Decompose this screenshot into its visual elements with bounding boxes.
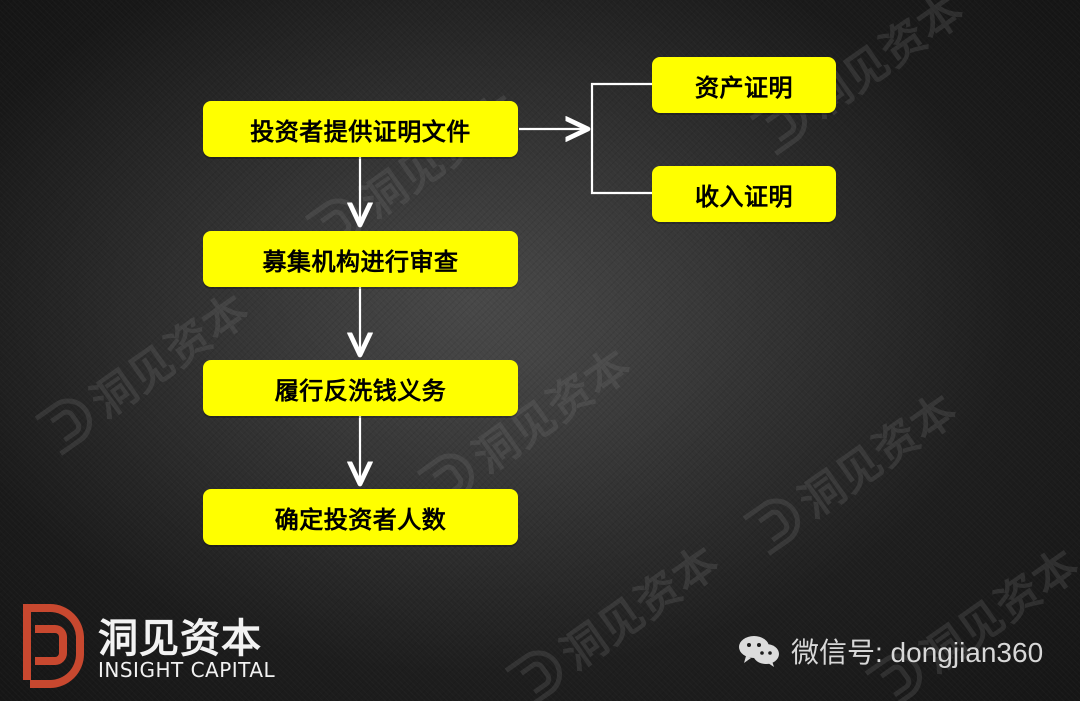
node-income-proof-label: 收入证明 — [695, 182, 793, 211]
wechat-icon — [739, 636, 779, 667]
brand-name-en: INSIGHT CAPITAL — [98, 658, 276, 682]
node-aml-duty: 履行反洗钱义务 — [203, 360, 518, 416]
watermark-text: 洞见资本 — [552, 535, 729, 681]
node-confirm-count: 确定投资者人数 — [203, 489, 518, 545]
node-agency-review-label: 募集机构进行审查 — [262, 247, 459, 276]
watermark-logo-outer — [34, 389, 102, 456]
dongjian-logo-inner — [35, 625, 67, 665]
watermark-logo-icon — [742, 489, 810, 556]
branch-bracket — [590, 82, 652, 195]
node-provide-docs-label: 投资者提供证明文件 — [250, 117, 471, 146]
dongjian-logo-icon — [20, 602, 84, 688]
watermark: 洞见资本 — [860, 530, 1080, 701]
node-asset-proof-label: 资产证明 — [695, 73, 793, 102]
dongjian-logo-outer — [30, 604, 84, 688]
watermark-logo-outer — [504, 641, 572, 701]
watermark: 洞见资本 — [500, 527, 730, 701]
node-agency-review: 募集机构进行审查 — [203, 231, 518, 287]
wechat-id-text: 微信号: dongjian360 — [791, 637, 1044, 668]
brand-name-cn: 洞见资本 — [98, 616, 262, 662]
watermark-logo-outer — [742, 489, 810, 556]
wechat-id-label: 微信号: dongjian360 — [737, 631, 1043, 671]
brand-logo: 洞见资本 INSIGHT CAPITAL — [20, 602, 280, 688]
watermark-logo-inner — [519, 658, 555, 695]
dongjian-logo-bar — [23, 604, 31, 680]
watermark-logo-icon — [34, 389, 102, 456]
watermark: 洞见资本 — [738, 375, 968, 563]
watermark-text: 洞见资本 — [790, 383, 967, 529]
watermark-logo-inner — [49, 406, 85, 443]
node-provide-docs: 投资者提供证明文件 — [203, 101, 518, 157]
watermark-logo-icon — [504, 641, 572, 701]
node-asset-proof: 资产证明 — [652, 57, 836, 113]
node-aml-duty-label: 履行反洗钱义务 — [274, 376, 447, 405]
node-confirm-count-label: 确定投资者人数 — [274, 505, 447, 534]
node-income-proof: 收入证明 — [652, 166, 836, 222]
watermark-logo-inner — [757, 506, 793, 543]
